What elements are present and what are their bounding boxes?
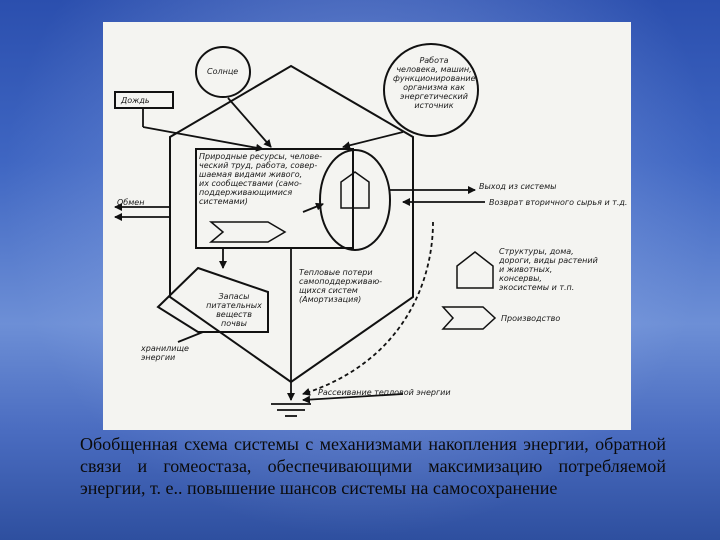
diagram-figure: Солнце Дождь Работа человека, машин, фун… xyxy=(103,22,631,430)
diagram-caption: Обобщенная схема системы с механизмами н… xyxy=(80,434,666,498)
production-legend-shape xyxy=(441,306,497,330)
storage-circle xyxy=(319,149,391,251)
human-work-circle xyxy=(383,43,479,137)
production-shape-inner xyxy=(208,221,287,243)
label-energy-storage: хранилище энергии xyxy=(141,344,189,362)
label-system-exit: Выход из системы xyxy=(479,182,557,191)
storage-tank-shape xyxy=(340,171,370,209)
rain-box xyxy=(114,91,174,109)
ground-symbol xyxy=(271,403,311,417)
sun-circle xyxy=(195,46,251,98)
label-secondary-raw: Возврат вторичного сырья и т.д. xyxy=(489,198,628,207)
diagram-svg xyxy=(114,43,497,417)
label-rain: Дождь xyxy=(121,96,150,105)
label-soil-nutrients: Запасы питательных веществ почвы xyxy=(206,292,262,328)
label-heat-dissipation: Рассеивание тепловой энергии xyxy=(318,388,451,397)
label-sun: Солнце xyxy=(207,67,239,76)
label-natural-resources: Природные ресурсы, челове- ческий труд, … xyxy=(199,152,322,206)
soil-nutrients-shape xyxy=(156,266,269,333)
label-heat-losses: Тепловые потери самоподдерживаю- щихся с… xyxy=(299,268,383,304)
label-production: Производство xyxy=(501,314,561,323)
label-human-work: Работа человека, машин, функционирование… xyxy=(393,56,476,110)
structures-legend-shape xyxy=(456,251,494,289)
natural-resources-box xyxy=(195,148,354,249)
label-structures: Структуры, дома, дороги, виды растений и… xyxy=(499,247,598,292)
label-exchange: Обмен xyxy=(117,198,145,207)
